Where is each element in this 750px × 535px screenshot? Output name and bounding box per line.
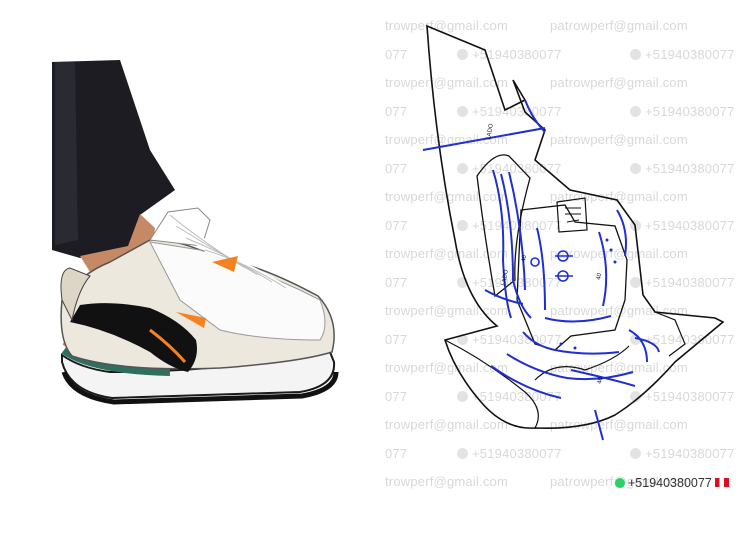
watermark-text: trowperf@gmail.com — [385, 474, 508, 489]
whatsapp-icon — [457, 48, 468, 60]
watermark-text: trowperf@gmail.com — [385, 75, 508, 90]
watermark-text: +51940380077 — [457, 275, 562, 290]
whatsapp-icon — [457, 447, 468, 459]
svg-text:LADO: LADO — [501, 269, 510, 286]
watermark-text: +51940380077 — [457, 104, 562, 119]
watermark-text: 077 — [385, 331, 408, 347]
watermark-text: patrowperf@gmail.com — [550, 132, 688, 147]
footer-phone: +51940380077 — [628, 476, 712, 490]
product-photo: PUMA — [52, 60, 339, 405]
watermark-text: +51940380077 — [630, 161, 735, 176]
contact-footer: +51940380077 — [615, 476, 729, 490]
trouser-leg — [52, 60, 175, 258]
whatsapp-icon — [457, 219, 468, 231]
watermark-text: +51940380077 — [457, 218, 562, 233]
shoe-pattern-drawing: LADO 40 LADO 40 40 — [422, 24, 725, 441]
watermark-text: 077 — [385, 46, 408, 62]
peru-flag-icon — [714, 478, 729, 487]
whatsapp-icon — [630, 276, 641, 288]
whatsapp-icon — [457, 390, 468, 402]
watermark-text: trowperf@gmail.com — [385, 132, 508, 147]
sneaker-illustration: PUMA — [52, 60, 339, 405]
watermark-text: 077 — [385, 160, 408, 176]
watermark-text: 077 — [385, 217, 408, 233]
watermark-text: trowperf@gmail.com — [385, 246, 508, 261]
watermark-text: trowperf@gmail.com — [385, 18, 508, 33]
whatsapp-icon — [630, 447, 641, 459]
watermark-text: 077 — [385, 445, 408, 461]
label-box — [556, 197, 588, 233]
watermark-text: 077 — [385, 103, 408, 119]
watermark-text: +51940380077 — [630, 104, 735, 119]
formstrip — [70, 303, 197, 372]
construction-lines — [422, 99, 660, 441]
whatsapp-icon — [630, 48, 641, 60]
watermark-text: patrowperf@gmail.com — [550, 18, 688, 33]
svg-text:40: 40 — [597, 376, 604, 384]
svg-text:40: 40 — [521, 254, 528, 262]
watermark-text: +51940380077 — [630, 275, 735, 290]
watermark-text: patrowperf@gmail.com — [550, 360, 688, 375]
whatsapp-icon — [630, 390, 641, 402]
watermark-text: trowperf@gmail.com — [385, 360, 508, 375]
watermark-text: patrowperf@gmail.com — [550, 417, 688, 432]
watermark-text: patrowperf@gmail.com — [550, 75, 688, 90]
whatsapp-icon — [615, 478, 625, 488]
whatsapp-icon — [457, 162, 468, 174]
watermark-text: 077 — [385, 388, 408, 404]
watermark-text: 077 — [385, 274, 408, 290]
whatsapp-icon — [457, 333, 468, 345]
pattern-sheet: trowperf@gmail.com patrowperf@gmail.com 07… — [385, 0, 750, 530]
whatsapp-icon — [457, 276, 468, 288]
svg-text:LADO: LADO — [486, 123, 495, 140]
watermark-text: +51940380077 — [630, 446, 735, 461]
watermark-text: trowperf@gmail.com — [385, 417, 508, 432]
watermark-text: patrowperf@gmail.com — [550, 303, 688, 318]
whatsapp-icon — [630, 105, 641, 117]
watermark-text: +51940380077 — [630, 389, 735, 404]
pattern-inner-panel — [516, 204, 628, 351]
watermark-text: +51940380077 — [457, 332, 562, 347]
watermark-text: +51940380077 — [457, 446, 562, 461]
watermark-text: +51940380077 — [457, 47, 562, 62]
pattern-outline — [426, 24, 725, 430]
watermark-text: +51940380077 — [630, 47, 735, 62]
whatsapp-icon — [630, 162, 641, 174]
watermark-text: trowperf@gmail.com — [385, 303, 508, 318]
whatsapp-icon — [457, 105, 468, 117]
svg-text:40: 40 — [596, 272, 603, 280]
watermark-text: patrowperf@gmail.com — [550, 246, 688, 261]
